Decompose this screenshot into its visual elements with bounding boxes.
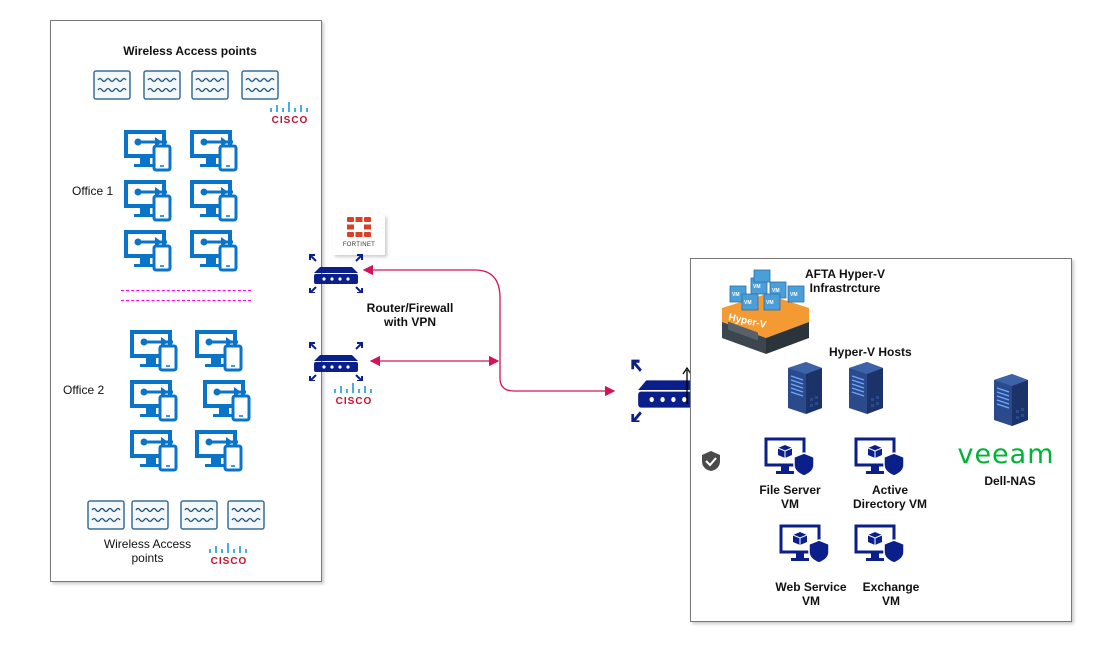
- office-divider: [121, 290, 251, 291]
- vm-label-line1: File Server: [759, 483, 821, 497]
- vm-badge: VM: [772, 288, 780, 294]
- vpn-link-fortinet[interactable]: [362, 264, 616, 397]
- vm-badge: VM: [766, 300, 774, 306]
- hyperv-stack-icon: VM VM VM VM VM VM Hyper-V: [722, 269, 809, 354]
- nas-server-icon[interactable]: [990, 372, 1030, 428]
- fortinet-text: FORTINET: [342, 242, 376, 248]
- bottom-ap-label-line2: points: [131, 551, 164, 565]
- vm-badge: VM: [790, 292, 798, 298]
- datacenter-title-line1: AFTA Hyper-V: [804, 267, 885, 281]
- uplink-arrow-icon: [682, 366, 692, 404]
- fortinet-mark-icon: [347, 217, 371, 237]
- web-service-vm-icon[interactable]: [779, 524, 831, 564]
- hyperv-host-server-icon[interactable]: [845, 360, 885, 416]
- vm-label-line2: VM: [882, 594, 900, 608]
- bottom-ap-label: Wireless Access points: [95, 537, 200, 565]
- vm-badge: VM: [744, 300, 752, 306]
- active-directory-vm-icon[interactable]: [854, 437, 906, 477]
- vm-label-line1: Active: [871, 483, 909, 497]
- security-shield-icon: [702, 451, 720, 471]
- veeam-logo: VEEAM: [957, 439, 1055, 470]
- fortinet-logo: FORTINET: [333, 215, 385, 255]
- vm-label-line2: VM: [781, 497, 799, 511]
- office1-label: Office 1: [72, 184, 114, 198]
- office-site-container: [50, 20, 322, 582]
- vm-badge: VM: [753, 284, 761, 290]
- exchange-vm-icon[interactable]: [854, 524, 906, 564]
- office2-label: Office 2: [63, 383, 105, 397]
- vm-label-line1: Exchange: [862, 580, 920, 594]
- file-server-vm-icon[interactable]: [764, 437, 816, 477]
- hyperv-hosts-label: Hyper-V Hosts: [829, 345, 912, 359]
- datacenter-title: AFTA Hyper-V Infrastrcture: [800, 267, 890, 295]
- vm-label-line2: VM: [802, 594, 820, 608]
- vm-badge: VM: [732, 292, 740, 298]
- vm-label-line1: Web Service: [775, 580, 847, 594]
- top-ap-label: Wireless Access points: [123, 44, 257, 58]
- office-divider: [121, 300, 251, 301]
- vm-label-line2: Directory VM: [852, 497, 928, 511]
- hyperv-host-server-icon[interactable]: [784, 360, 824, 416]
- datacenter-title-line2: Infrastrcture: [809, 281, 881, 295]
- dell-nas-label: Dell-NAS: [984, 474, 1036, 488]
- bottom-ap-label-line1: Wireless Access: [103, 537, 192, 551]
